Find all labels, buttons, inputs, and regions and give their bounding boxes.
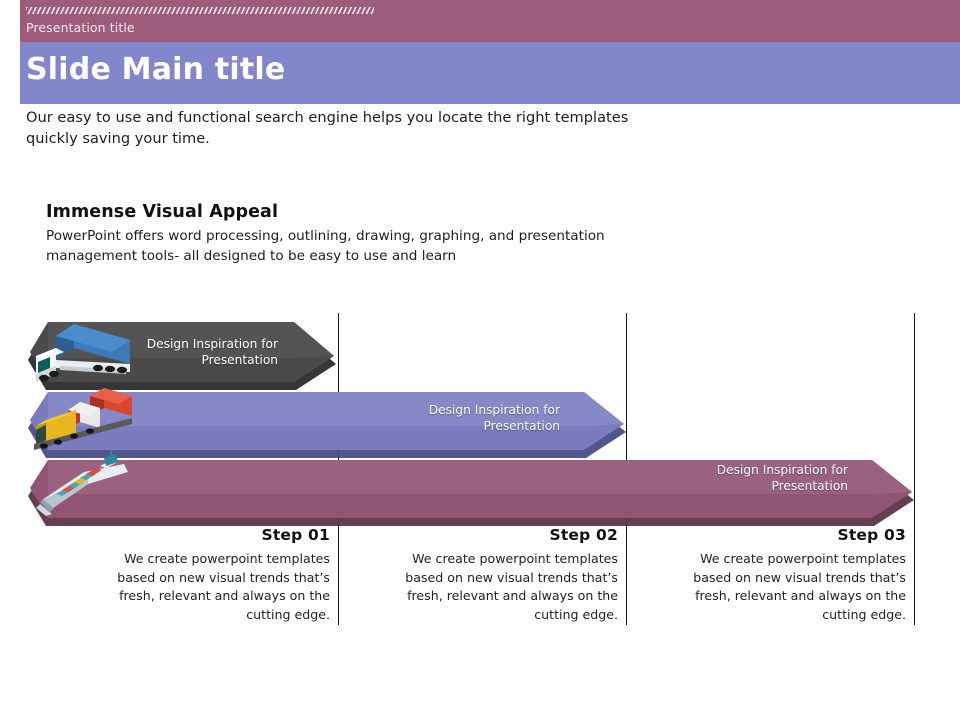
step-description-1: We create powerpoint templates based on …	[117, 551, 330, 622]
arrow-label-1-line2: Presentation	[201, 353, 278, 368]
divider-3	[914, 313, 915, 625]
step-title-3: Step 03	[837, 526, 906, 544]
page-title: Slide Main title	[26, 52, 286, 87]
section-title: Immense Visual Appeal	[46, 202, 279, 222]
step-item-3: Step 03 We create powerpoint templates b…	[674, 526, 906, 624]
divider-2	[626, 313, 627, 625]
arrow-label-1: Design Inspiration for Presentation	[108, 336, 278, 368]
section-description: PowerPoint offers word processing, outli…	[46, 228, 605, 264]
ship-icon	[36, 450, 128, 516]
step-item-2: Step 02 We create powerpoint templates b…	[386, 526, 618, 624]
arrow-label-3: Design Inspiration for Presentation	[678, 462, 848, 494]
arrow-label-3-line2: Presentation	[771, 479, 848, 494]
presentation-title: Presentation title	[26, 20, 135, 35]
intro-paragraph: Our easy to use and functional search en…	[26, 109, 629, 147]
train-icon	[34, 388, 132, 450]
step-title-2: Step 02	[549, 526, 618, 544]
step-item-1: Step 01 We create powerpoint templates b…	[98, 526, 330, 624]
arrow-label-3-line1: Design Inspiration for	[716, 463, 848, 477]
hatch-decoration	[26, 7, 374, 14]
step-description-3: We create powerpoint templates based on …	[693, 551, 906, 622]
divider-1	[338, 313, 339, 625]
arrow-label-2: Design Inspiration for Presentation	[390, 402, 560, 434]
arrow-label-2-line2: Presentation	[483, 419, 560, 434]
main-title-bar	[20, 42, 960, 104]
arrow-label-1-line1: Design Inspiration for	[146, 337, 278, 351]
step-description-2: We create powerpoint templates based on …	[405, 551, 618, 622]
arrow-label-2-line1: Design Inspiration for	[428, 403, 560, 417]
truck-icon	[36, 324, 130, 382]
step-title-1: Step 01	[261, 526, 330, 544]
